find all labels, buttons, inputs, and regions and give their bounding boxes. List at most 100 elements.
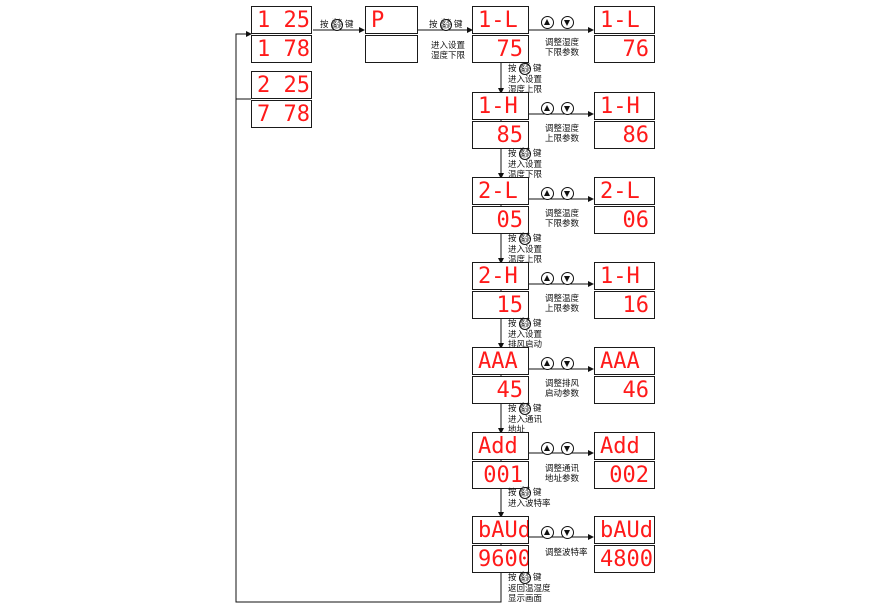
step-5-label-line-2: 地址	[508, 425, 526, 435]
param-4-adjusted-value-display: 16	[594, 291, 655, 319]
step-4-set-key-icon[interactable]: 设定确定	[519, 318, 531, 330]
step-2-set-key-icon-text-2: 确定	[520, 153, 531, 159]
param-7-adjust-label-line-1: 调整波特率	[545, 548, 588, 558]
top-step-1-set-key-icon[interactable]: 设定确定	[331, 19, 343, 31]
step-1-set-key-icon[interactable]: 设定确定	[519, 63, 531, 75]
step-6-label-line-1: 进入波特率	[508, 499, 551, 509]
param-7-down-arrow-icon[interactable]	[561, 526, 574, 539]
step-4-label-line-2: 排风启动	[508, 340, 543, 350]
param-6-up-arrow-icon[interactable]	[541, 442, 554, 455]
step-7-key: 键	[533, 573, 542, 583]
top-step-1-set-key-icon-text-2: 确定	[332, 24, 343, 30]
step-6-set-key-icon[interactable]: 设定确定	[519, 487, 531, 499]
step-3-set-key-icon[interactable]: 设定确定	[519, 233, 531, 245]
param-1-adjust-label-line-2: 下限参数	[545, 48, 580, 58]
step-6-set-key-icon-text-1: 设定	[520, 487, 531, 493]
step-7-label-line-2: 显示画面	[508, 594, 543, 604]
param-4-adjust-label: 调整温度上限参数	[545, 294, 579, 314]
param-6-code-display: Add	[472, 432, 529, 460]
param-5-adjusted-value-display: 46	[594, 376, 655, 404]
param-1-up-arrow-glyph	[544, 19, 550, 25]
step-3-label: 进入设置温度上限	[508, 245, 542, 265]
param-3-up-arrow-icon[interactable]	[541, 187, 554, 200]
step-7-label: 返回温湿度显示画面	[508, 584, 551, 604]
param-1-code-display: 1-L	[472, 6, 529, 34]
param-6-value-display: 001	[472, 461, 529, 489]
top-step-2-key: 键	[454, 20, 463, 30]
step-1-label-line-2: 湿度上限	[508, 85, 543, 95]
param-3-up-arrow-glyph	[544, 190, 550, 196]
step-3-label-line-1: 进入设置	[508, 245, 543, 255]
step-2-set-key-icon[interactable]: 设定确定	[519, 148, 531, 160]
step-1-set-key-icon-text-2: 确定	[520, 68, 531, 74]
top-step-1-set-key-icon-text-1: 设定	[332, 19, 343, 25]
step-6-label: 进入波特率	[508, 499, 551, 509]
param-1-adjusted-code-display: 1-L	[594, 6, 655, 34]
param-2-value-display: 85	[472, 121, 529, 149]
top-step-2-set-key-icon-text-2: 确定	[441, 24, 452, 30]
step-3-key: 键	[533, 234, 542, 244]
param-2-adjust-label-line-1: 调整湿度	[545, 124, 580, 134]
entry-label-line-2: 湿度下限	[431, 51, 466, 61]
param-3-value-display: 05	[472, 206, 529, 234]
param-7-up-arrow-glyph	[544, 529, 550, 535]
param-3-down-arrow-icon[interactable]	[561, 187, 574, 200]
param-6-down-arrow-icon[interactable]	[561, 442, 574, 455]
param-1-down-arrow-icon[interactable]	[561, 16, 574, 29]
param-4-adjust-label-line-2: 上限参数	[545, 304, 580, 314]
step-4-key: 键	[533, 319, 542, 329]
param-5-up-arrow-glyph	[544, 360, 550, 366]
entry-label: 进入设置 湿度下限	[431, 41, 465, 61]
param-2-code-display: 1-H	[472, 92, 529, 120]
step-5-label-line-1: 进入通讯	[508, 415, 543, 425]
step-2-press: 按	[508, 149, 517, 159]
top-step-2-set-key-icon[interactable]: 设定确定	[440, 19, 452, 31]
param-5-adjust-label: 调整排风启动参数	[545, 379, 579, 399]
step-1-label: 进入设置湿度上限	[508, 75, 542, 95]
param-6-adjusted-code-display: Add	[594, 432, 655, 460]
step-5-set-key-icon[interactable]: 设定确定	[519, 403, 531, 415]
param-7-up-arrow-icon[interactable]	[541, 526, 554, 539]
step-7-set-key-icon[interactable]: 设定确定	[519, 572, 531, 584]
param-6-adjust-label-line-2: 地址参数	[545, 474, 580, 484]
return-loop-line	[235, 31, 502, 603]
param-4-code-display: 2-H	[472, 262, 529, 290]
param-2-adjust-label-line-2: 上限参数	[545, 134, 580, 144]
step-3-press: 按	[508, 234, 517, 244]
param-2-up-arrow-icon[interactable]	[541, 102, 554, 115]
step-3-set-key-icon-text-2: 确定	[520, 238, 531, 244]
top-step-1-key: 键	[345, 20, 354, 30]
step-4-press: 按	[508, 319, 517, 329]
param-3-adjusted-code-display: 2-L	[594, 177, 655, 205]
param-3-code-display: 2-L	[472, 177, 529, 205]
step-6-key: 键	[533, 488, 542, 498]
param-4-adjust-label-line-1: 调整温度	[545, 294, 580, 304]
param-3-down-arrow-glyph	[564, 191, 570, 197]
step-7-set-key-icon-text-2: 确定	[520, 577, 531, 583]
step-1-key: 键	[533, 64, 542, 74]
ch2-bottom-display: 7 78	[251, 100, 312, 128]
param-7-down-arrow-glyph	[564, 530, 570, 536]
param-1-adjust-label: 调整湿度下限参数	[545, 38, 579, 58]
param-7-adjust-label: 调整波特率	[545, 548, 588, 558]
param-1-value-display: 75	[472, 35, 529, 63]
param-5-down-arrow-icon[interactable]	[561, 357, 574, 370]
step-5-set-key-icon-text-1: 设定	[520, 403, 531, 409]
step-5-key: 键	[533, 404, 542, 414]
param-4-down-arrow-icon[interactable]	[561, 272, 574, 285]
step-2-label-line-1: 进入设置	[508, 160, 543, 170]
param-5-adjust-label-line-1: 调整排风	[545, 379, 580, 389]
ch1-bottom-display: 1 78	[251, 35, 312, 63]
param-5-up-arrow-icon[interactable]	[541, 357, 554, 370]
ch1-top-display: 1 25	[251, 6, 312, 34]
step-7-label-line-1: 返回温湿度	[508, 584, 551, 594]
param-2-down-arrow-icon[interactable]	[561, 102, 574, 115]
param-4-adjusted-code-display: 1-H	[594, 262, 655, 290]
param-4-up-arrow-icon[interactable]	[541, 272, 554, 285]
param-1-adjust-label-line-1: 调整湿度	[545, 38, 580, 48]
password-bottom-display	[365, 35, 418, 63]
param-1-up-arrow-icon[interactable]	[541, 16, 554, 29]
password-top-display: P	[365, 6, 418, 34]
step-4-set-key-icon-text-1: 设定	[520, 318, 531, 324]
param-3-adjusted-value-display: 06	[594, 206, 655, 234]
